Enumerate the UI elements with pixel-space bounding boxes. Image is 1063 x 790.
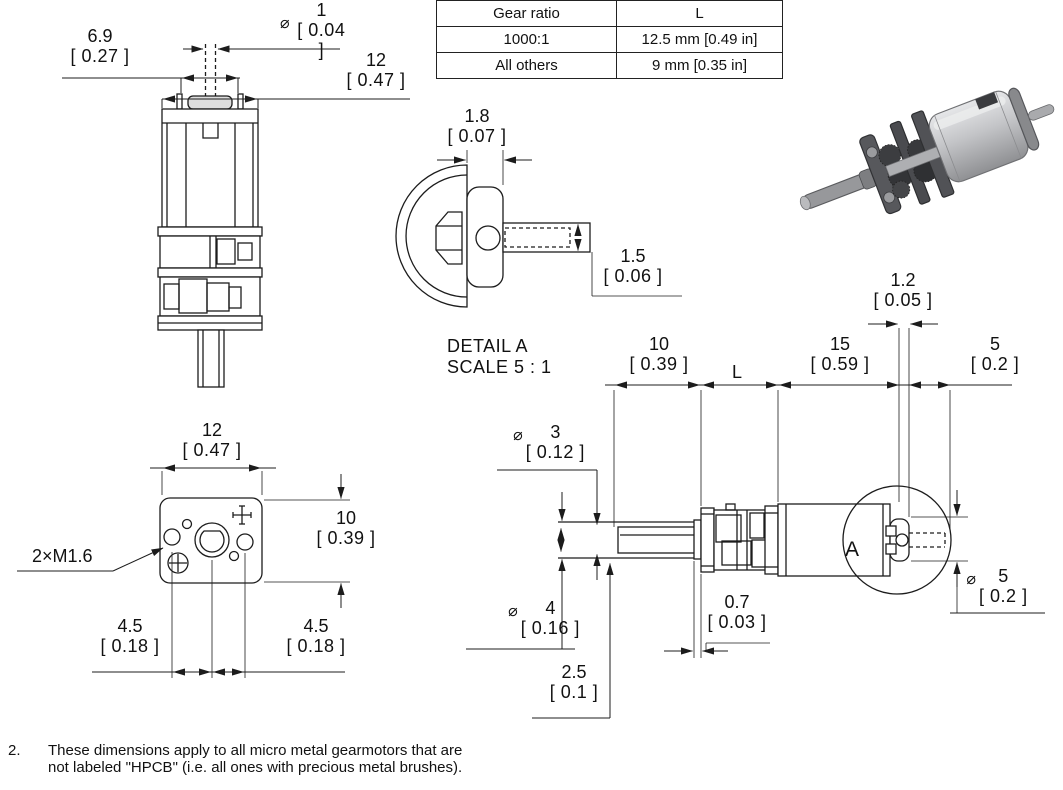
- note-text: These dimensions apply to all micro meta…: [48, 742, 463, 777]
- dim-side-shaft-length: 10[ 0.39 ]: [629, 334, 689, 375]
- diameter-icon: ⌀: [280, 15, 290, 33]
- dim-bushing-diameter: ⌀ 4[ 0.16 ]: [508, 598, 580, 639]
- rear-view-dimensions: [62, 45, 410, 108]
- dim-face-height: 10[ 0.39 ]: [316, 508, 376, 549]
- dim-step: 0.7[ 0.03 ]: [707, 592, 767, 633]
- dim-detail-shaft-diameter: 1.5[ 0.06 ]: [603, 246, 663, 287]
- detail-a-reference-label: A: [845, 538, 860, 561]
- table-header-gear-ratio: Gear ratio: [436, 0, 617, 27]
- drawing-note: 2. These dimensions apply to all micro m…: [8, 742, 468, 777]
- dim-rear-bushing-diameter: ⌀ 5[ 0.2 ]: [966, 566, 1028, 607]
- diameter-icon: ⌀: [966, 571, 977, 589]
- thread-callout: 2×M1.6: [32, 546, 93, 566]
- table-cell-ratio: All others: [436, 52, 617, 79]
- detail-a-scale-line: SCALE 5 : 1: [447, 357, 552, 378]
- gear-ratio-table: Gear ratio L 1000:1 12.5 mm [0.49 in] Al…: [436, 0, 783, 79]
- dim-output-shaft-diameter: ⌀ 3[ 0.12 ]: [513, 422, 585, 463]
- detail-a-drawing: [395, 164, 591, 308]
- table-row: All others 9 mm [0.35 in]: [436, 52, 783, 79]
- gearmotor-3d-render: [799, 87, 1055, 215]
- table-cell-ratio: 1000:1: [436, 26, 617, 53]
- dim-face-width: 12[ 0.47 ]: [182, 420, 242, 461]
- dim-motor-length: 15[ 0.59 ]: [810, 334, 870, 375]
- table-header-l: L: [616, 0, 783, 27]
- detail-a-dimensions: [437, 150, 682, 297]
- dim-face-hole-right: 4.5[ 0.18 ]: [286, 616, 346, 657]
- dim-rear-shaft-diameter: ⌀ 1[ 0.04 ]: [280, 0, 346, 61]
- detail-a-title-line: DETAIL A: [447, 336, 529, 356]
- side-view-dimensions: [466, 320, 1045, 719]
- rear-view-drawing: [157, 44, 263, 388]
- side-view-drawing: [558, 485, 952, 595]
- detail-a-title: DETAIL A SCALE 5 : 1: [447, 336, 552, 378]
- table-row: 1000:1 12.5 mm [0.49 in]: [436, 26, 783, 53]
- dim-rear-shaft-length: 5[ 0.2 ]: [970, 334, 1020, 375]
- table-cell-length: 9 mm [0.35 in]: [616, 52, 783, 79]
- dim-flat-offset: 2.5[ 0.1 ]: [549, 662, 599, 703]
- dim-face-hole-left: 4.5[ 0.18 ]: [100, 616, 160, 657]
- face-view-dimensions: [17, 464, 350, 678]
- dim-gearbox-length-l: L: [731, 362, 742, 382]
- dim-detail-bushing-length: 1.8[ 0.07 ]: [447, 106, 507, 147]
- dim-terminal-span: 6.9[ 0.27 ]: [70, 26, 130, 67]
- diameter-icon: ⌀: [508, 603, 518, 621]
- face-view-drawing: [159, 497, 263, 584]
- diameter-icon: ⌀: [513, 427, 523, 445]
- table-cell-length: 12.5 mm [0.49 in]: [616, 26, 783, 53]
- dim-body-width: 12[ 0.47 ]: [346, 50, 406, 91]
- dim-rear-cap: 1.2[ 0.05 ]: [873, 270, 933, 311]
- note-number: 2.: [8, 742, 21, 759]
- table-header-row: Gear ratio L: [436, 0, 783, 27]
